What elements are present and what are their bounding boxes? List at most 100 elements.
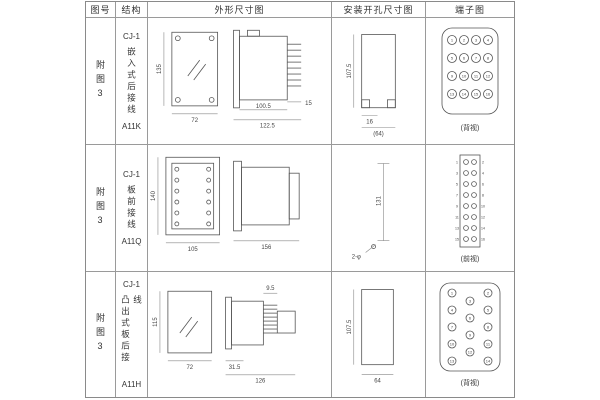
terminal-circle xyxy=(463,159,469,165)
terminal-number: 5 xyxy=(456,182,458,186)
terminal-number: 7 xyxy=(451,324,454,329)
terminal-number: 10 xyxy=(462,73,467,78)
fig-cell-row1: 附图3 xyxy=(86,18,116,145)
side-view xyxy=(233,160,300,232)
terminal-number: 14 xyxy=(481,226,485,230)
terminal-circle xyxy=(447,356,457,365)
mounting-drawing-a11q: 131 2-φ xyxy=(352,163,390,260)
dim-text: 72 xyxy=(186,364,193,370)
terminal-number: 2 xyxy=(463,37,466,42)
terminal-circle xyxy=(447,53,457,63)
terminal-circle xyxy=(471,71,481,81)
terminal-circle xyxy=(483,305,493,314)
terminal-circle xyxy=(463,214,469,220)
terminal-circle xyxy=(447,71,457,81)
terminal-number: 7 xyxy=(456,193,458,197)
mounting-drawing-a11k: 107.5 16 (64) xyxy=(347,34,396,137)
terminal-circle xyxy=(447,288,457,297)
dim-width: 72 xyxy=(167,360,212,370)
col-header-fig: 图号 xyxy=(86,2,116,18)
dim-text: 126 xyxy=(255,378,266,384)
mounting-cell-row3: 107.5 64 xyxy=(332,272,426,397)
terminal-circle xyxy=(483,53,493,63)
terminal-number: 4 xyxy=(451,307,454,312)
dim-height: 131 xyxy=(376,163,390,241)
terminal-circle xyxy=(483,288,493,297)
dim-height: 140 xyxy=(151,157,159,235)
outline-drawing-a11h: 115 72 9.5 xyxy=(153,286,296,384)
col-header-outline: 外形尺寸图 xyxy=(148,2,332,18)
structure-cell-row2: CJ-1 板前接线 A11Q xyxy=(116,145,148,272)
terminal-circle xyxy=(483,322,493,331)
terminal-circle xyxy=(447,35,457,45)
terminal-circle xyxy=(483,339,493,348)
fig-cell-row2: 附图3 xyxy=(86,145,116,272)
dim-text: 16 xyxy=(366,120,373,126)
dim-height: 115 xyxy=(153,290,161,353)
dim-width: 64 xyxy=(361,373,394,384)
terminal-circle xyxy=(483,89,493,99)
terminal-number: 14 xyxy=(462,91,467,96)
terminal-circle xyxy=(463,192,469,198)
terminal-number: 10 xyxy=(450,341,455,346)
terminal-circle xyxy=(459,35,469,45)
view-label: (前视) xyxy=(461,254,480,263)
terminal-number: 12 xyxy=(486,73,491,78)
dim-pin: 15 xyxy=(287,101,312,107)
dim-height: 135 xyxy=(157,32,165,106)
dim-text: 122.5 xyxy=(260,124,276,130)
terminal-number: 1 xyxy=(456,160,458,164)
model-label: CJ-1 xyxy=(123,31,140,41)
terminal-circle xyxy=(465,313,475,322)
dim-text: 107.5 xyxy=(347,63,353,79)
terminal-number: 13 xyxy=(455,226,459,230)
terminal-circle xyxy=(471,236,477,242)
dim-text: 135 xyxy=(157,63,163,74)
dim-depth2: 31.5 xyxy=(225,360,244,370)
terminal-circle xyxy=(459,71,469,81)
terminal-number: 5 xyxy=(451,55,454,60)
dim-text: 31.5 xyxy=(229,364,241,370)
terminal-number: 6 xyxy=(482,182,484,186)
terminal-circle xyxy=(471,170,477,176)
fig-label: 附图3 xyxy=(95,313,105,356)
terminal-number: 7 xyxy=(475,55,478,60)
terminal-number: 8 xyxy=(487,55,490,60)
outline-cell-row1: 135 72 100.5 xyxy=(148,18,332,145)
dim-height: 107.5 xyxy=(347,288,355,365)
side-view xyxy=(233,29,302,109)
mounting-cell-row2: 131 2-φ xyxy=(332,145,426,272)
dim-depth1: 126 xyxy=(225,373,296,384)
terminal-number: 2 xyxy=(482,160,484,164)
model-label: CJ-1 xyxy=(123,280,140,289)
dim-text: 131 xyxy=(376,196,382,206)
terminal-number: 2 xyxy=(487,290,490,295)
terminal-circle xyxy=(471,159,477,165)
dim-text: 15 xyxy=(305,101,312,107)
dim-width: 72 xyxy=(171,113,218,124)
dim-text: 115 xyxy=(153,316,159,326)
fig-cell-row3: 附图3 xyxy=(86,272,116,397)
terminal-circle xyxy=(471,53,481,63)
front-view xyxy=(171,31,219,107)
mounting-drawing-a11h: 107.5 64 xyxy=(347,288,394,384)
terminal-circle xyxy=(471,203,477,209)
front-view xyxy=(167,290,213,353)
terminal-number: 13 xyxy=(450,358,455,363)
terminal-circle xyxy=(483,71,493,81)
structure-label: 板前接线 xyxy=(126,185,137,231)
view-label: (背视) xyxy=(461,123,480,132)
fig-label: 附图3 xyxy=(95,59,105,103)
terminal-circle xyxy=(463,236,469,242)
dim-depth1: 100.5 xyxy=(239,104,288,111)
outline-cell-row3: 115 72 9.5 xyxy=(148,272,332,397)
dim-text: 9.5 xyxy=(266,286,275,292)
terminal-number: 9 xyxy=(469,332,472,337)
fig-label: 附图3 xyxy=(95,186,105,230)
terminal-circle xyxy=(463,181,469,187)
terminal-number: 1 xyxy=(451,37,454,42)
